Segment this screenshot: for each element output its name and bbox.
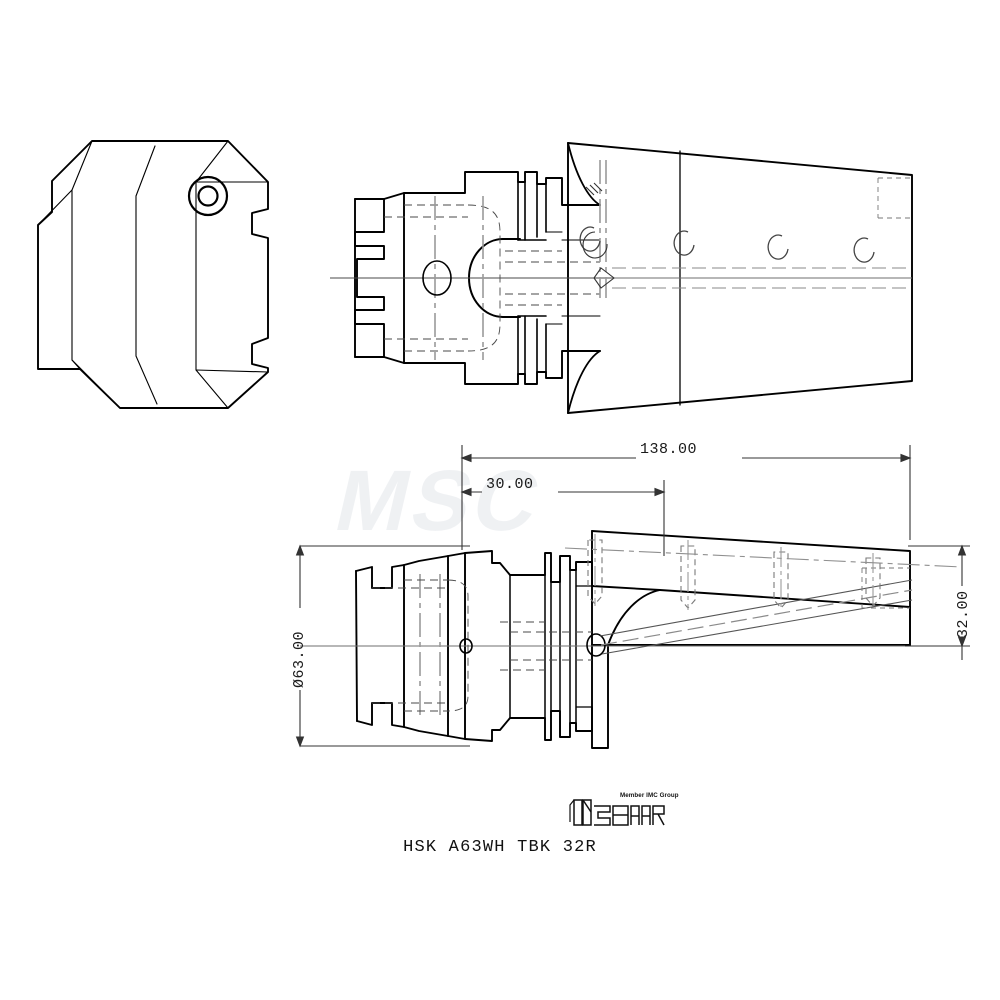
bottom-view-coolant-channel — [586, 633, 606, 657]
bottom-view-coolant-hole — [459, 638, 473, 654]
part-number-label: HSK A63WH TBK 32R — [403, 838, 597, 857]
brand-logo: Member IMC Group — [558, 792, 688, 832]
end-view-bore — [187, 175, 229, 217]
dim-flange-diameter — [295, 544, 470, 748]
end-view-facets — [37, 140, 269, 409]
top-view-bore-end-box — [877, 177, 912, 219]
bottom-view-top-face-line — [564, 547, 963, 568]
dim-label-body-height: 32.00 — [955, 590, 972, 638]
dim-label-overall-length: 138.00 — [640, 441, 698, 458]
dim-label-flange-diameter: Ø63.00 — [291, 630, 308, 688]
bottom-view-channel-end-box — [861, 567, 910, 609]
bottom-view-flange-grooves — [509, 555, 577, 738]
top-view-bore-hidden — [612, 267, 912, 289]
iscar-logo-mark — [569, 799, 665, 826]
bottom-view-screw-axes — [594, 534, 874, 610]
top-view-flange — [403, 171, 601, 385]
bottom-view-body-lower — [591, 585, 911, 749]
bottom-view-hidden-lines — [372, 579, 592, 712]
bottom-view-screw-holes — [587, 539, 881, 609]
bottom-view-body-outline — [591, 530, 911, 646]
top-view-body-nose — [567, 142, 601, 414]
bottom-view-channel-hidden — [600, 589, 913, 646]
brand-tagline: Member IMC Group — [620, 792, 679, 799]
bottom-view-centre-dashdot — [419, 574, 441, 718]
bottom-view-channel-lines — [599, 579, 913, 655]
dim-flange-to-body — [460, 480, 666, 556]
top-view-flange-grooves — [517, 181, 547, 375]
dim-body-height — [905, 544, 970, 660]
top-view-coolant-hole — [422, 260, 452, 296]
top-view-hidden-lines — [384, 204, 600, 352]
bottom-view-flange-step — [491, 562, 593, 731]
dimension-lines — [295, 445, 970, 748]
dim-label-flange-to-body: 30.00 — [486, 476, 534, 493]
end-view-outline — [37, 140, 269, 409]
top-view-nose-detail — [582, 182, 615, 289]
top-view-screw-seats — [579, 226, 875, 263]
top-view-centre-dashdot — [434, 160, 607, 360]
dim-overall-length — [460, 445, 912, 550]
